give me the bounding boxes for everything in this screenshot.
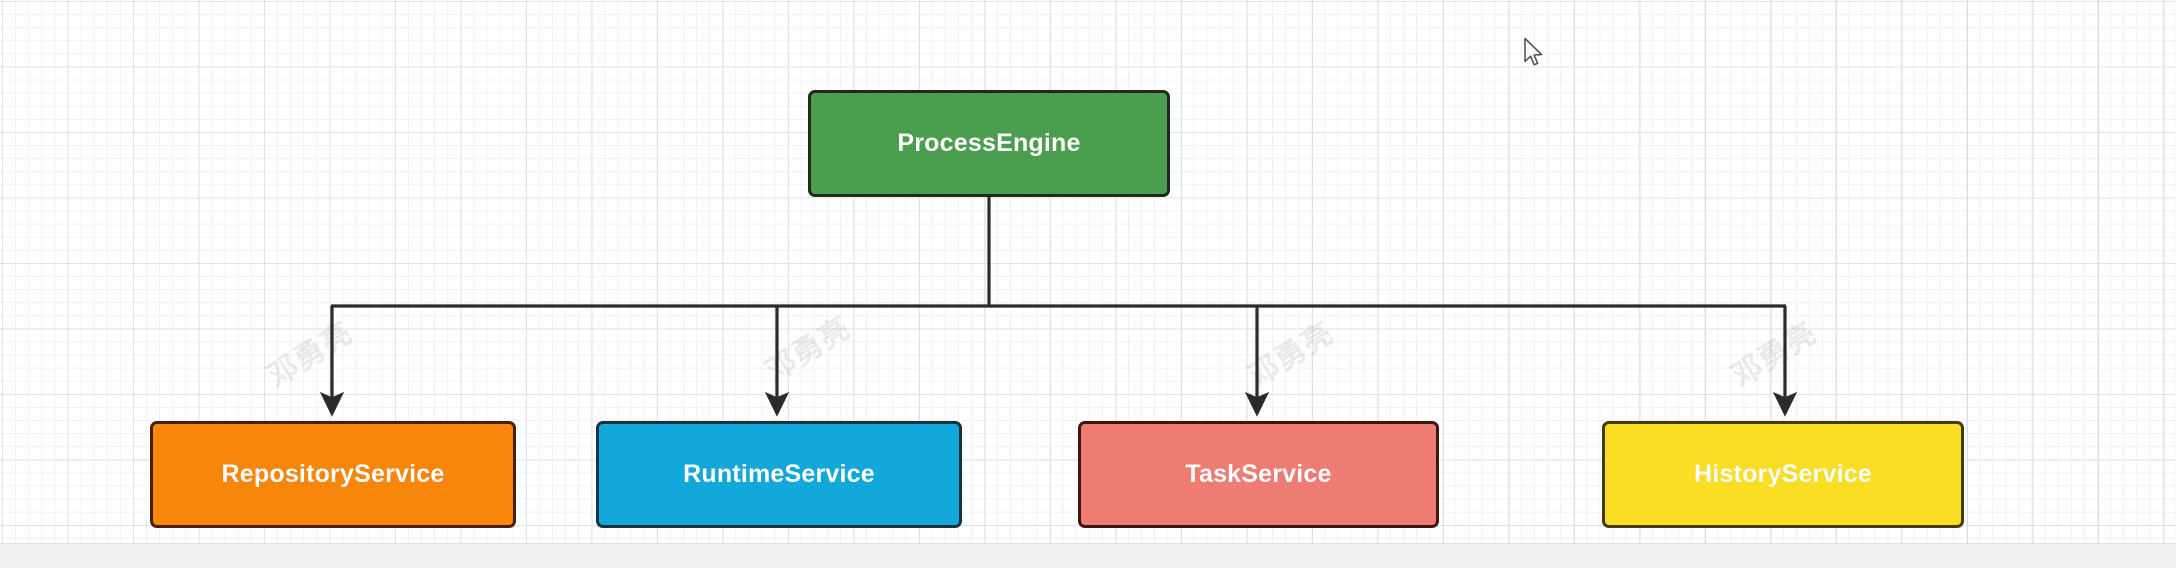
- node-process-engine[interactable]: ProcessEngine: [808, 90, 1170, 197]
- node-label-process-engine: ProcessEngine: [897, 129, 1081, 157]
- node-runtime-service[interactable]: RuntimeService: [596, 421, 962, 528]
- node-label-task-service: TaskService: [1185, 460, 1332, 488]
- node-history-service[interactable]: HistoryService: [1602, 421, 1964, 528]
- node-label-runtime-service: RuntimeService: [683, 460, 875, 488]
- node-task-service[interactable]: TaskService: [1078, 421, 1439, 528]
- node-repository-service[interactable]: RepositoryService: [150, 421, 516, 528]
- node-label-history-service: HistoryService: [1694, 460, 1872, 488]
- node-label-repository-service: RepositoryService: [221, 460, 445, 488]
- bottom-status-bar: [0, 543, 2176, 568]
